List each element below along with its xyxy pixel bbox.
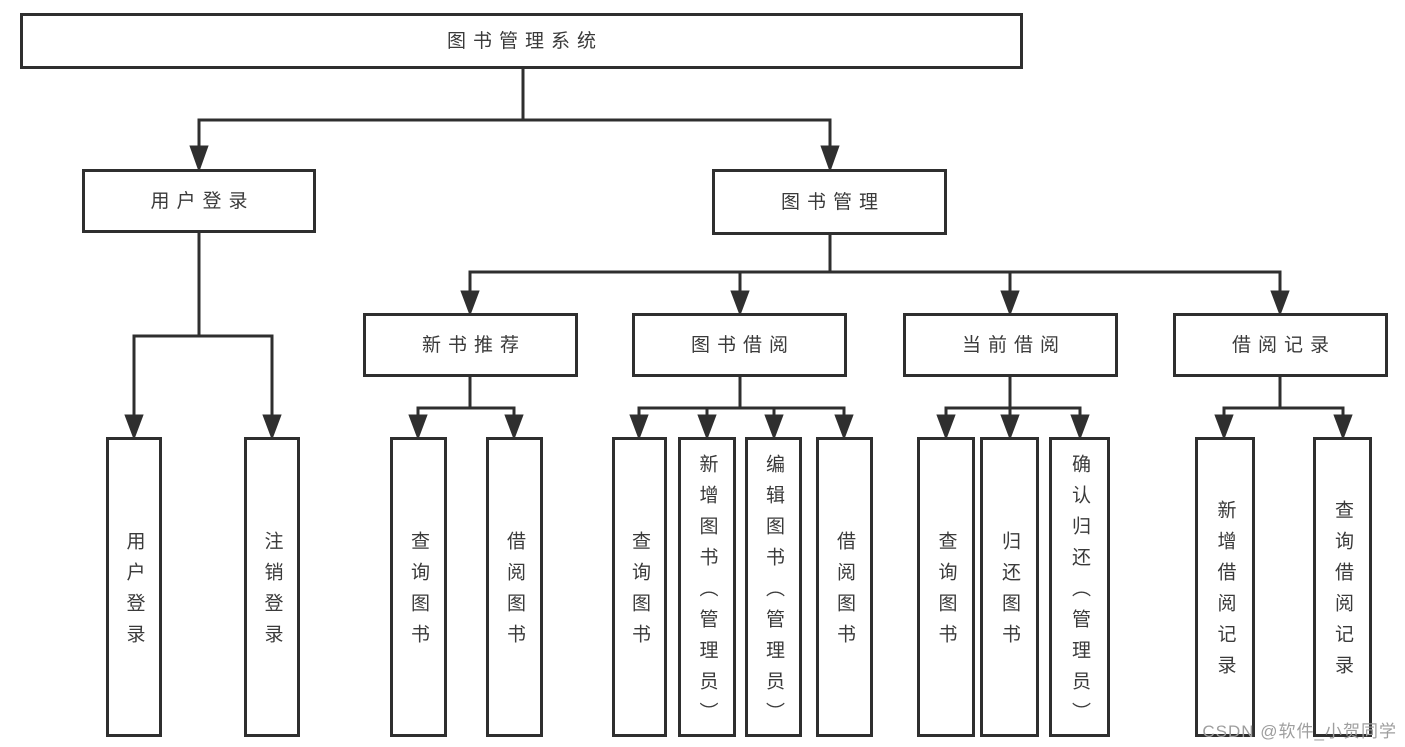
- csdn-watermark: CSDN @软件_小贺同学: [1202, 722, 1397, 741]
- node-label: 借阅图书: [834, 531, 855, 655]
- node-label: 编辑图书（管理员）: [763, 453, 784, 733]
- node-label: 确认归还（管理员）: [1069, 453, 1090, 733]
- node-user-login: 用户登录: [82, 169, 316, 233]
- node-current-borrow: 当前借阅: [903, 313, 1118, 377]
- node-label: 图书借阅: [690, 334, 795, 356]
- leaf-query-book: 查询图书: [917, 437, 975, 737]
- node-label: 用户登录: [123, 531, 145, 655]
- leaf-add-book-admin: 新增图书（管理员）: [678, 437, 736, 737]
- node-label: 新增图书（管理员）: [696, 453, 718, 733]
- node-label: 当前借阅: [961, 334, 1066, 356]
- node-label: 注销登录: [261, 531, 283, 655]
- leaf-confirm-return-admin: 确认归还（管理员）: [1049, 437, 1110, 737]
- leaf-query-book: 查询图书: [612, 437, 667, 737]
- leaf-borrow-book: 借阅图书: [816, 437, 873, 737]
- leaf-add-borrow-record: 新增借阅记录: [1195, 437, 1255, 737]
- node-label: 查询图书: [629, 531, 650, 655]
- leaf-edit-book-admin: 编辑图书（管理员）: [745, 437, 802, 737]
- node-root-system: 图书管理系统: [20, 13, 1023, 69]
- leaf-user-login: 用户登录: [106, 437, 162, 737]
- leaf-query-book: 查询图书: [390, 437, 447, 737]
- leaf-return-book: 归还图书: [980, 437, 1039, 737]
- node-label: 新增借阅记录: [1214, 500, 1236, 686]
- node-borrow-records: 借阅记录: [1173, 313, 1388, 377]
- node-book-management: 图书管理: [712, 169, 947, 235]
- leaf-borrow-book: 借阅图书: [486, 437, 543, 737]
- node-label: 查询图书: [935, 531, 957, 655]
- node-label: 用户登录: [150, 190, 255, 212]
- node-label: 图书管理: [780, 191, 885, 213]
- leaf-logout: 注销登录: [244, 437, 300, 737]
- node-book-borrow: 图书借阅: [632, 313, 847, 377]
- node-label: 归还图书: [999, 531, 1020, 655]
- node-label: 借阅图书: [504, 531, 525, 655]
- node-label: 图书管理系统: [446, 30, 603, 52]
- node-label: 新书推荐: [421, 334, 526, 356]
- node-label: 借阅记录: [1231, 334, 1336, 356]
- leaf-query-borrow-record: 查询借阅记录: [1313, 437, 1372, 737]
- node-label: 查询图书: [408, 531, 429, 655]
- node-label: 查询借阅记录: [1332, 500, 1353, 686]
- node-new-book-recommend: 新书推荐: [363, 313, 578, 377]
